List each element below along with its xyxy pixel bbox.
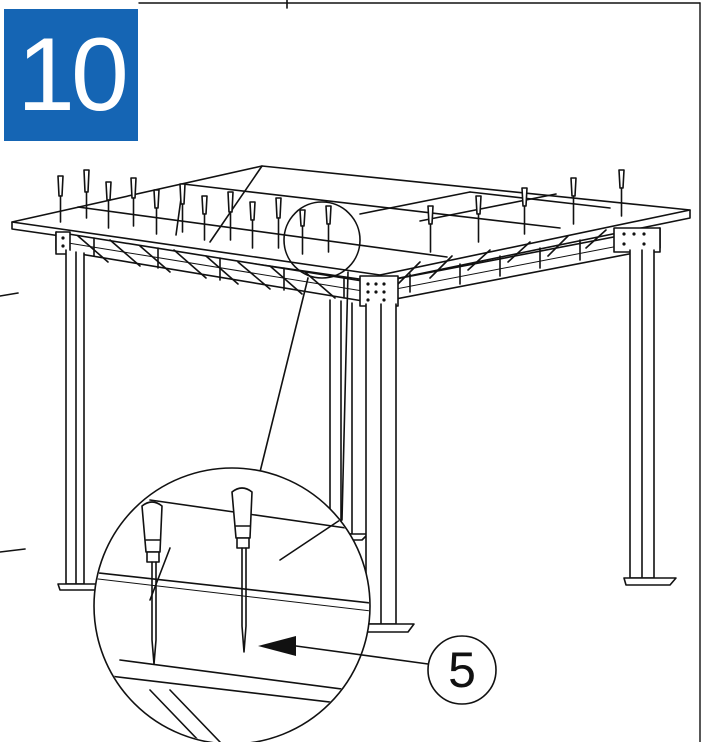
callout-label: 5 (448, 642, 476, 698)
detail-highlight (283, 201, 361, 279)
screwdriver-icon (57, 169, 625, 255)
screwdriver-icon (141, 487, 253, 665)
magnified-detail (93, 467, 429, 742)
callout-circle (427, 635, 497, 705)
step-number-badge: 10 (4, 9, 138, 141)
corner-bracket (55, 227, 661, 307)
pergola-post (57, 249, 677, 633)
